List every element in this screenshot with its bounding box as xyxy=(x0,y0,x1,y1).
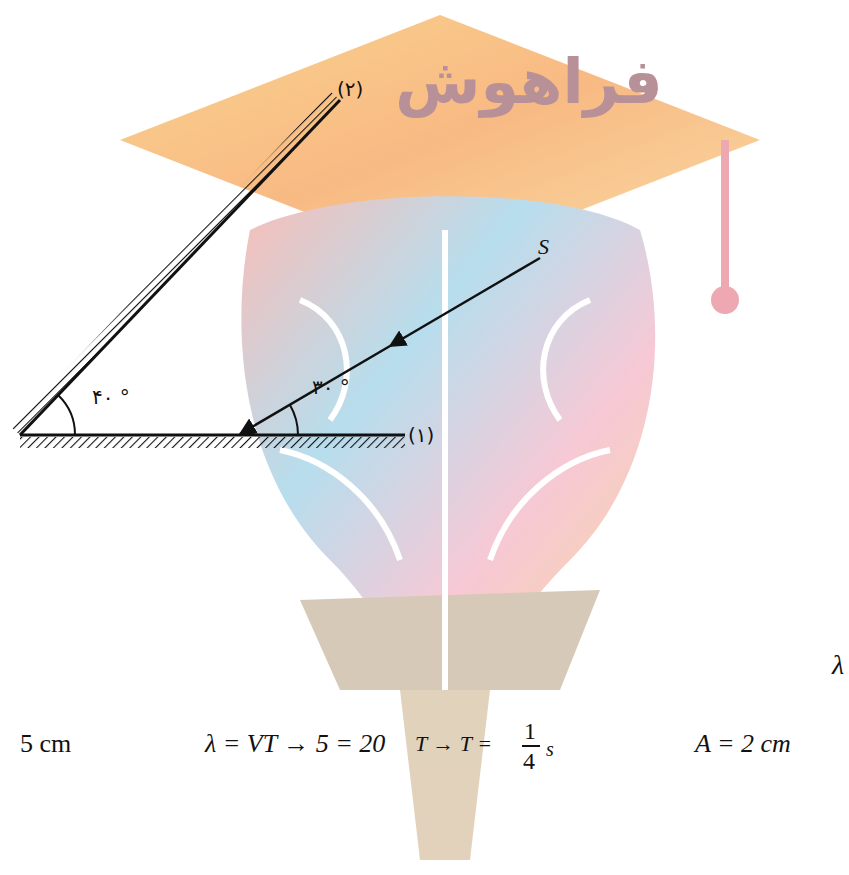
formula-text: λ = VT → 5 = 20 xyxy=(205,730,385,759)
angle-label: ۳۰ ° xyxy=(312,376,350,398)
formula-text: T → T = xyxy=(415,732,492,756)
fraction-denominator: 4 xyxy=(523,748,535,774)
formula-text: 5 cm xyxy=(20,730,71,759)
formula-text: λ xyxy=(832,650,844,681)
source-label: S xyxy=(538,235,549,259)
formula-text: s xyxy=(546,738,554,760)
angle-label: ۴۰ ° xyxy=(92,386,130,408)
formula-text: A = 2 cm xyxy=(695,730,791,759)
mirror-number: (۲) xyxy=(337,78,363,100)
watermark-text: فراهوش xyxy=(395,48,663,116)
fraction-numerator: 1 xyxy=(524,718,536,744)
mirror-number: (۱) xyxy=(408,424,434,446)
